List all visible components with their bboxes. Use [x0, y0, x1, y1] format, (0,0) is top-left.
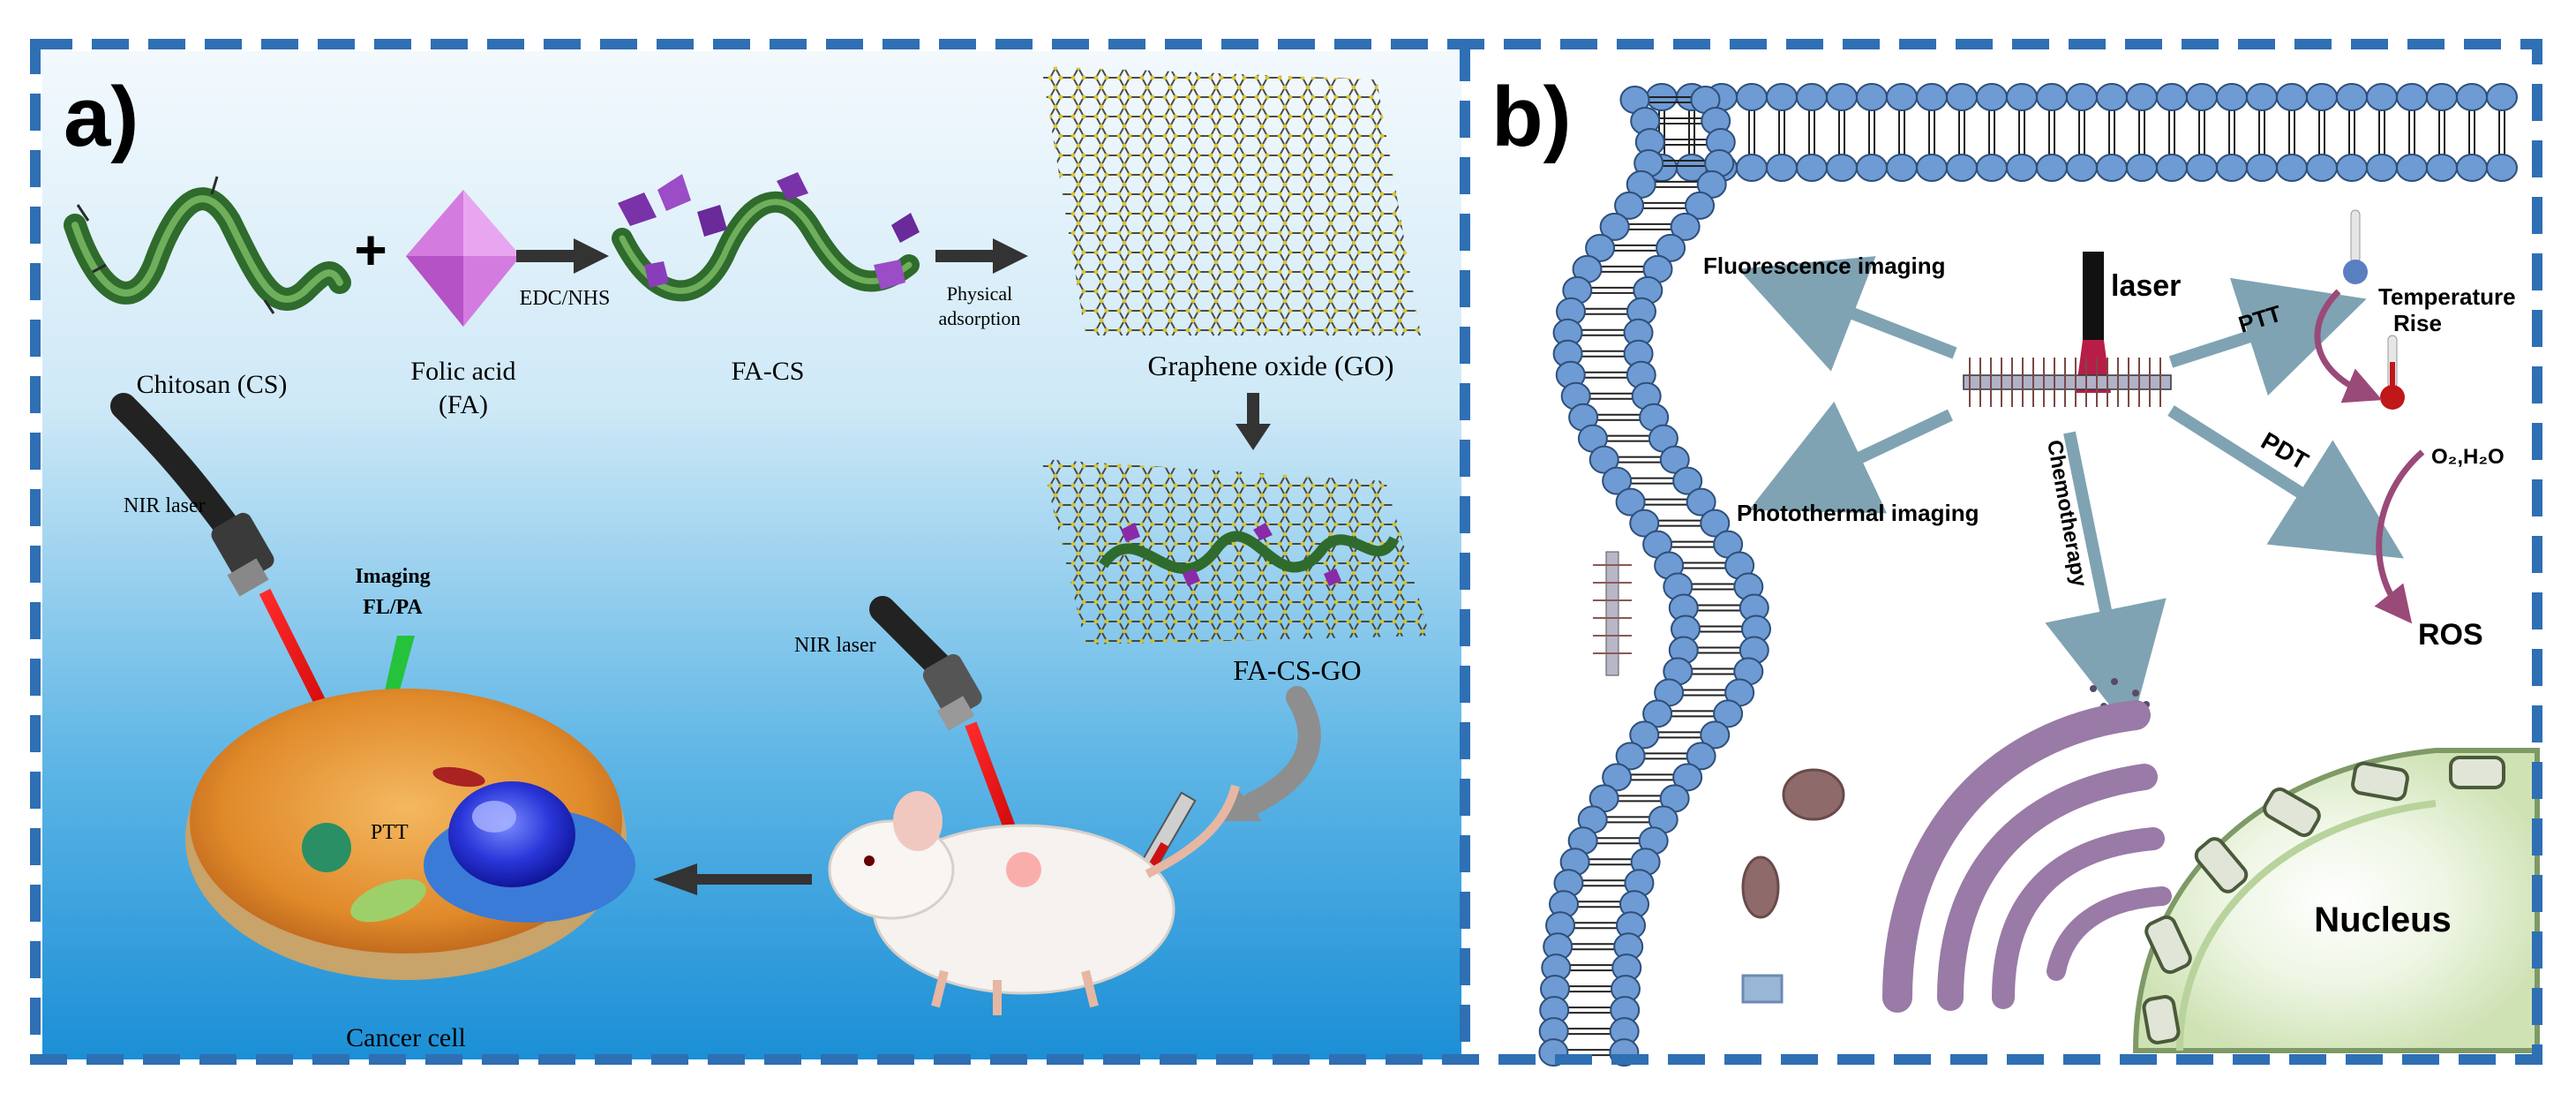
imaging-label-line2: FL/PA [363, 596, 423, 619]
cancer-cell-illustration [185, 689, 635, 980]
laser-device [2076, 252, 2111, 393]
fa-cs-label: FA-CS [732, 357, 805, 386]
laser-label: laser [2111, 269, 2181, 303]
photothermal-imaging-label: Photothermal imaging [1737, 500, 1979, 526]
ros-label: ROS [2418, 618, 2483, 652]
panel-a-label: a) [64, 70, 139, 164]
membrane-nanoparticle [1593, 551, 1632, 676]
cell-membrane-top [1646, 83, 2518, 182]
cell-membrane-left [1538, 86, 1771, 1067]
thermometer-hot-icon [2380, 335, 2405, 410]
right-nir-laser-label: NIR laser [794, 634, 876, 657]
mouse-to-cell-arrow [653, 863, 812, 895]
nucleus [2132, 748, 2540, 1053]
chitosan-illustration [64, 176, 351, 314]
mouse-illustration [828, 784, 1240, 1015]
cancer-cell-label: Cancer cell [346, 1023, 466, 1052]
vesicles [1741, 768, 1845, 1004]
temperature-label-line2: Rise [2393, 310, 2442, 336]
fa-cs-go-label: FA-CS-GO [1233, 654, 1361, 686]
temperature-label-line1: Temperature [2378, 283, 2516, 310]
folic-acid-label-line2: (FA) [439, 390, 488, 419]
graphene-oxide-label: Graphene oxide (GO) [1148, 350, 1394, 381]
nucleus-label: Nucleus [2314, 901, 2452, 939]
physical-adsorption-label-line2: adsorption [939, 307, 1021, 329]
chitosan-label: Chitosan (CS) [137, 370, 288, 399]
down-arrow [1235, 393, 1271, 450]
thermometer-cool-icon [2343, 209, 2368, 284]
graphene-oxide-sheet [1041, 66, 1421, 335]
physical-adsorption-arrow [935, 238, 1028, 274]
pdt-curve-arrow [2374, 449, 2425, 624]
panel-b-label: b) [1491, 70, 1572, 164]
golgi-apparatus [1882, 700, 2172, 1013]
fa-cs-go-sheet [1041, 459, 1430, 644]
physical-adsorption-label-line1: Physical [947, 283, 1013, 305]
fa-cs-illustration [612, 172, 920, 302]
central-nanoparticle [1963, 358, 2172, 407]
edc-nhs-arrow [516, 238, 609, 274]
panel-a: a) Chitosan (CS) + Folic acid (FA) EDC/N… [42, 51, 1461, 1059]
imaging-label-line1: Imaging [355, 565, 430, 588]
ptt-label-cell: PTT [371, 821, 409, 844]
folic-acid-illustration [406, 190, 521, 327]
left-nir-laser-label: NIR laser [124, 494, 206, 517]
therapy-arrows [1738, 256, 2405, 732]
edc-nhs-label: EDC/NHS [520, 287, 611, 310]
folic-acid-label-line1: Folic acid [410, 357, 515, 386]
o2-h2o-label: O₂,H₂O [2431, 445, 2505, 469]
dashed-frame [30, 39, 2542, 1065]
fluorescence-imaging-label: Fluorescence imaging [1703, 253, 1946, 279]
panel-b: b) laser Fluorescence imaging [1491, 70, 2540, 1067]
temperature-curve-arrow [2314, 289, 2383, 403]
plus-sign: + [354, 218, 387, 282]
